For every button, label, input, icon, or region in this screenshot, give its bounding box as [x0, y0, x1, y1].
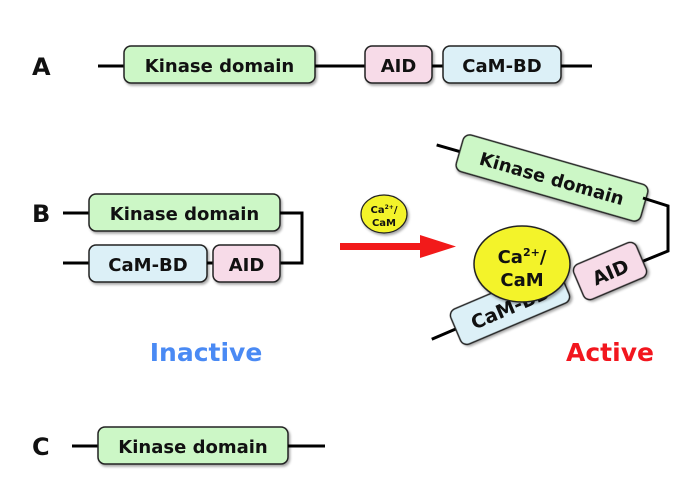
- panel-a-letter: A: [32, 53, 51, 81]
- aid-domain: AID: [364, 45, 433, 84]
- ca-calmodulin-ligand: Ca2+/ CaM: [360, 194, 408, 234]
- arrow-shaft: [340, 243, 422, 250]
- kinase-domain: Kinase domain: [123, 45, 316, 84]
- kinase-domain: Kinase domain: [97, 426, 289, 465]
- kinase-domain-label: Kinase domain: [145, 56, 294, 77]
- aid-domain-label: AID: [229, 255, 265, 276]
- aid-domain-label: AID: [381, 56, 417, 77]
- inactive-conformation: Kinase domain CaM-BD AID Inactive: [63, 193, 304, 367]
- linker-line: [431, 327, 457, 341]
- hinge-linker: [280, 211, 304, 265]
- bound-ligand-label-line1: Ca2+/: [498, 246, 547, 268]
- bound-ca-calmodulin: Ca2+/ CaM: [473, 225, 571, 303]
- bound-ligand-label-line2: CaM: [500, 270, 543, 291]
- kinase-domain-label: Kinase domain: [110, 204, 259, 225]
- kinase-domain: Kinase domain: [88, 193, 281, 232]
- active-conformation: Kinase domain CaM-BD AID Ca2+/ CaM Activ…: [431, 134, 670, 367]
- cambd-domain-label: CaM-BD: [108, 255, 187, 276]
- ligand-label-line2: CaM: [372, 218, 396, 229]
- aid-domain: AID: [572, 241, 648, 301]
- hinge-linker: [640, 196, 670, 264]
- ligand-label-line1: Ca2+/: [371, 204, 398, 216]
- panel-c-letter: C: [32, 433, 50, 461]
- panel-b: B Kinase domain CaM-BD AID Inactive Ca: [32, 134, 670, 367]
- activation-arrow: [340, 235, 456, 258]
- active-label: Active: [566, 338, 654, 367]
- kinase-domain-label: Kinase domain: [118, 437, 267, 458]
- panel-b-letter: B: [32, 200, 50, 228]
- arrow-head-icon: [420, 235, 456, 258]
- linker-line: [436, 143, 461, 153]
- panel-a: A Kinase domain AID CaM-BD: [32, 45, 592, 84]
- kinase-domain: Kinase domain: [436, 134, 649, 222]
- aid-domain: AID: [212, 244, 281, 283]
- inactive-label: Inactive: [150, 338, 263, 367]
- cambd-domain: CaM-BD: [88, 244, 208, 283]
- panel-c: C Kinase domain: [32, 426, 325, 465]
- cambd-domain-label: CaM-BD: [462, 56, 541, 77]
- cambd-domain: CaM-BD: [442, 45, 562, 84]
